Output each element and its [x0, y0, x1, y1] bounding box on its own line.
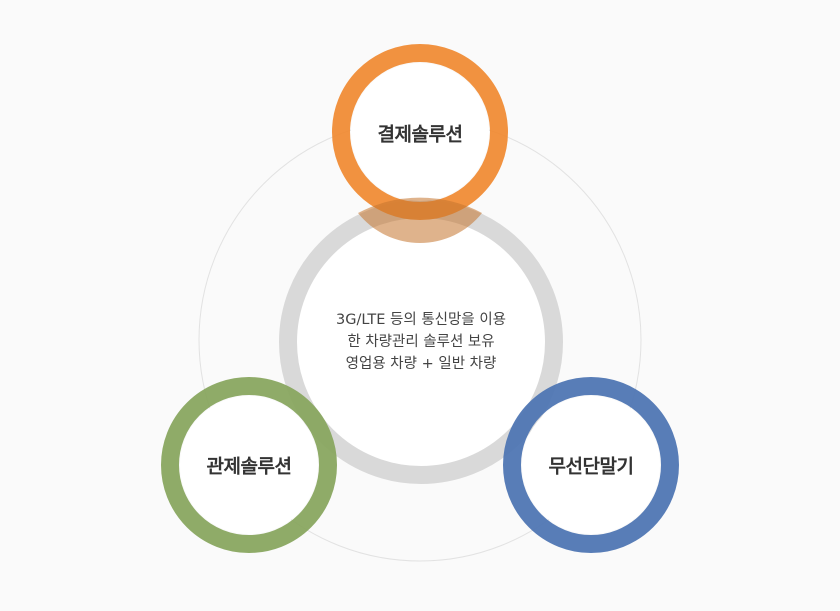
top-overlap [358, 197, 482, 244]
right-node-label: 무선단말기 [548, 455, 634, 478]
top-node-label: 결제솔루션 [377, 123, 463, 146]
center-line-2: 한 차량관리 솔루션 보유 [347, 334, 495, 350]
left-node-ring [161, 377, 337, 553]
top-node-fill [351, 63, 489, 201]
center-description: 3G/LTE 등의 통신망을 이용 한 차량관리 솔루션 보유 영업용 차량 +… [336, 309, 506, 375]
left-node-label: 관제솔루션 [206, 455, 292, 478]
center-line-1: 3G/LTE 등의 통신망을 이용 [336, 312, 506, 328]
left-node-fill [180, 396, 318, 534]
right-node-ring [503, 377, 679, 553]
right-node-fill [522, 396, 660, 534]
center-line-3: 영업용 차량 + 일반 차량 [345, 356, 497, 372]
